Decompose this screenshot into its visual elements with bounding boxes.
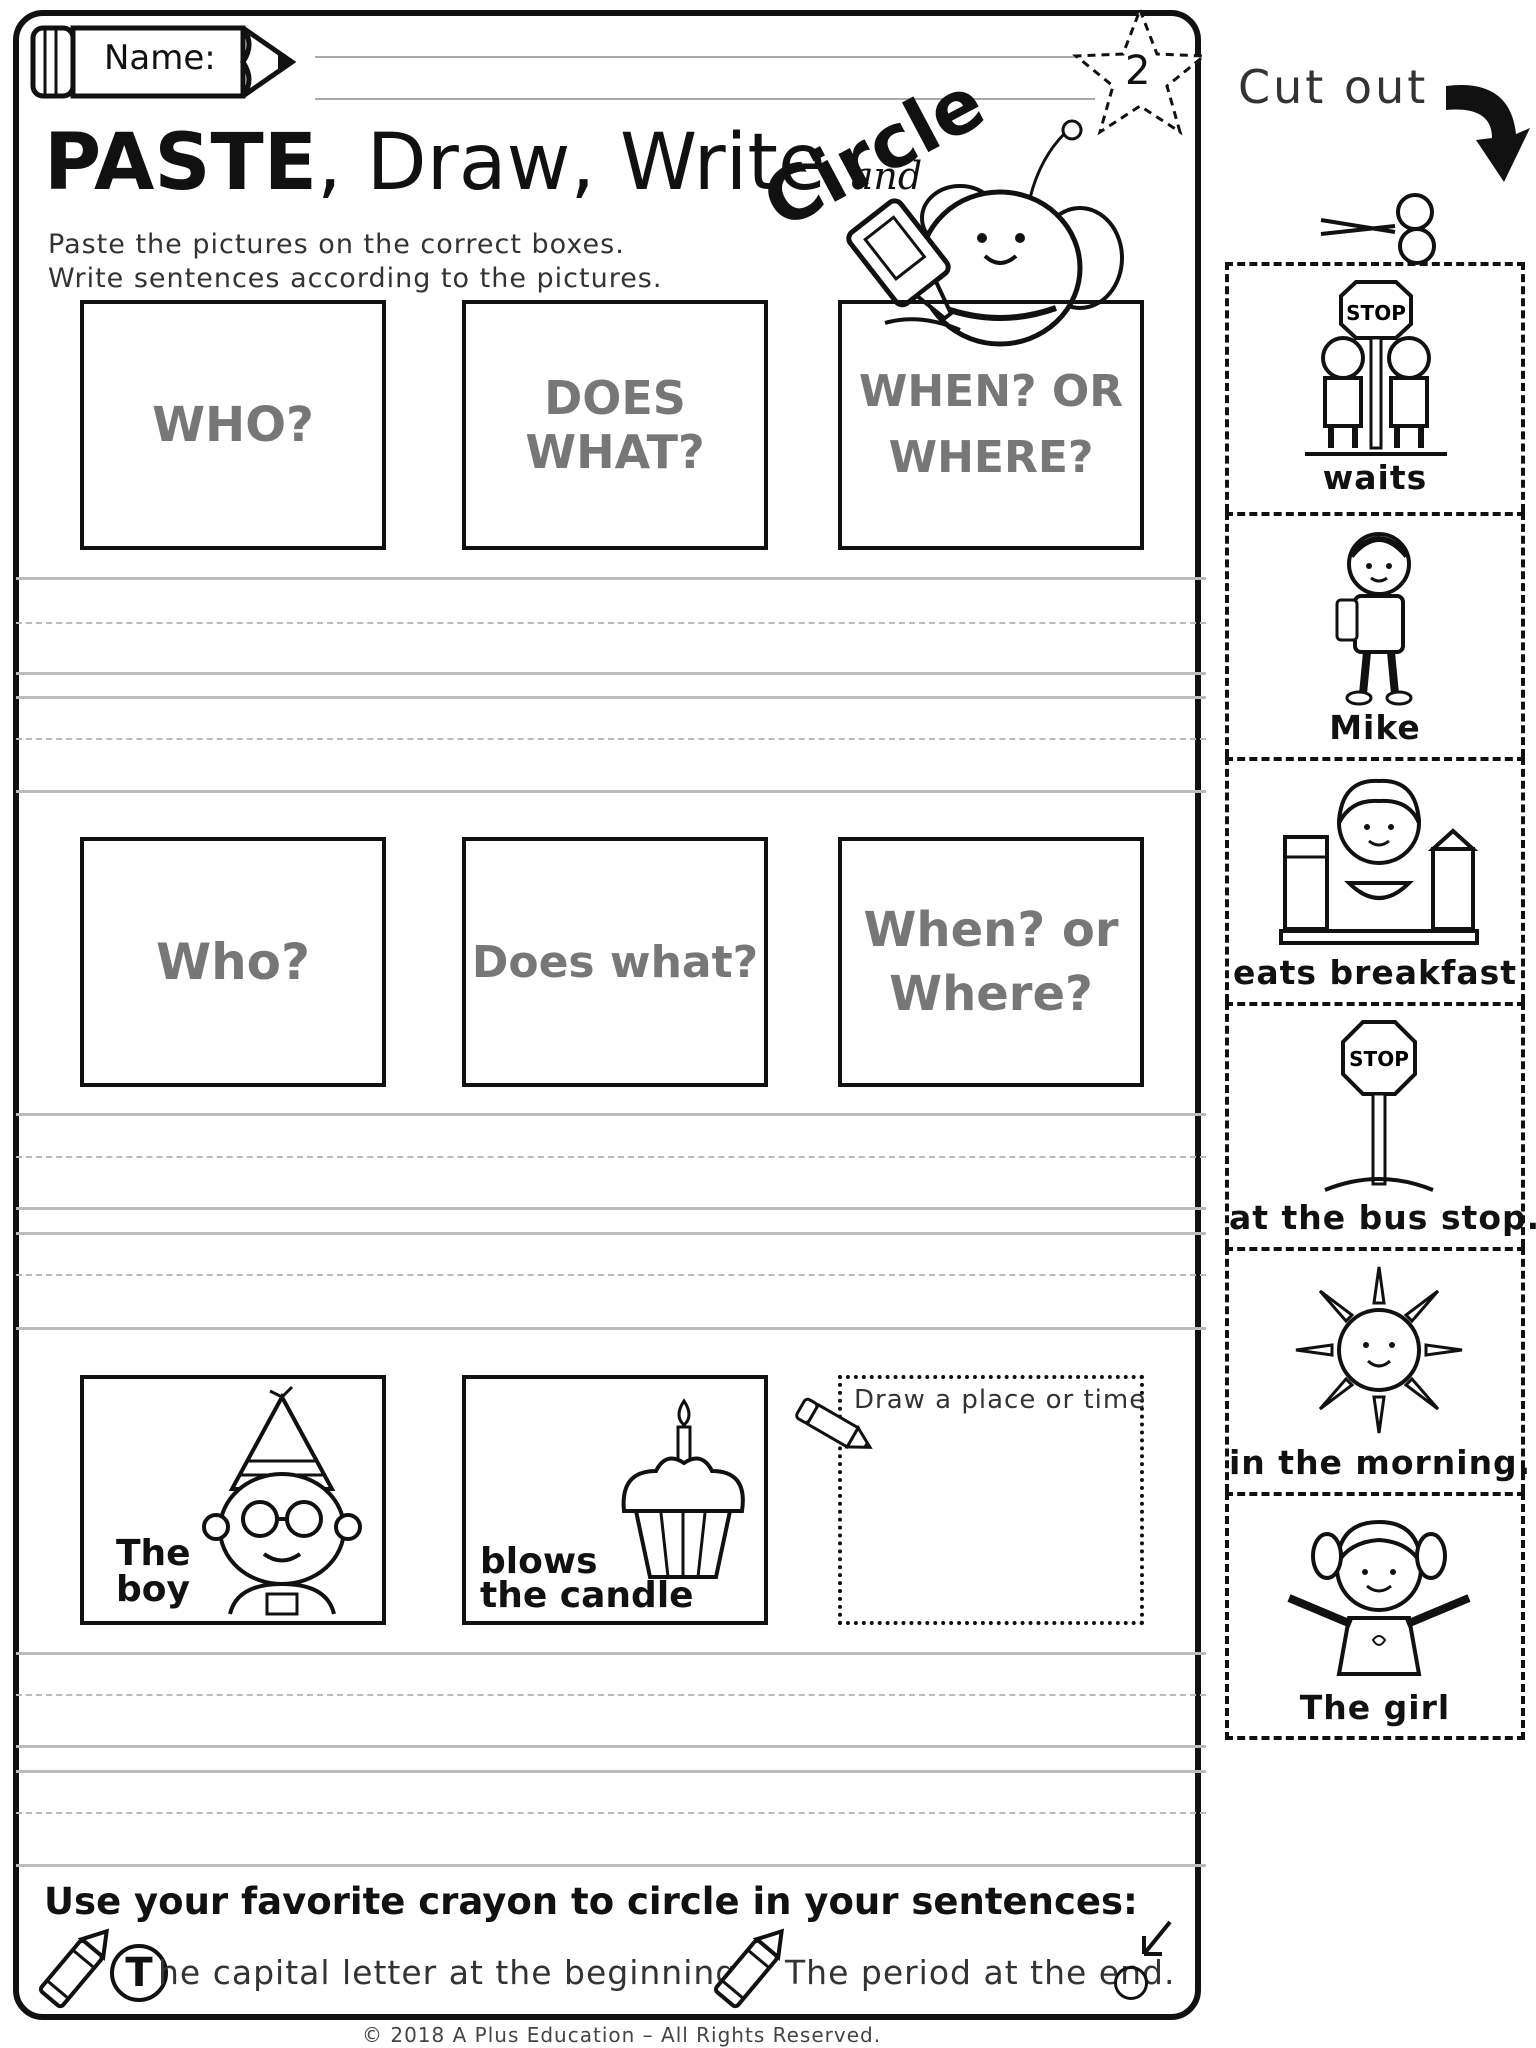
writing-midline [16, 622, 1206, 624]
girl-eating-breakfast-icon [1279, 778, 1479, 945]
copyright: © 2018 A Plus Education – All Rights Res… [362, 2023, 882, 2047]
example-label-the-candle: the candle [480, 1575, 694, 1616]
stop-text-2: STOP [1349, 1047, 1409, 1071]
box-label-who-2: Who? [155, 933, 311, 991]
cutout-card-eats-breakfast[interactable]: eats breakfast [1225, 757, 1525, 1002]
title-draw: , Draw, [317, 118, 596, 208]
page-title: PASTE, Draw, Write and [44, 124, 922, 202]
writing-line[interactable] [16, 1232, 1206, 1235]
box-label-where-2: Where? [889, 966, 1093, 1022]
paste-box-does-what-2[interactable]: Does what? [462, 837, 768, 1087]
cutout-label-morning: in the morning. [1229, 1443, 1532, 1482]
stop-sign-icon: STOP [1324, 1020, 1434, 1192]
paste-box-when-where[interactable]: WHEN? OR WHERE? [838, 300, 1144, 550]
writing-line[interactable] [16, 577, 1206, 580]
pencil-icon [795, 1397, 873, 1449]
writing-line[interactable] [16, 1207, 1206, 1210]
sun-icon [1295, 1266, 1463, 1434]
cutout-card-morning[interactable]: in the morning. [1225, 1247, 1532, 1492]
arrow-icon [1142, 1920, 1172, 1956]
cutout-card-waits[interactable]: STOP waits [1225, 262, 1525, 512]
paste-box-when-where-2[interactable]: When? or Where? [838, 837, 1144, 1087]
capital-letter-circle: T [110, 1944, 168, 2002]
title-write: Write [619, 118, 826, 208]
scissors-icon [1320, 193, 1436, 265]
writing-line[interactable] [16, 1652, 1206, 1655]
draw-box[interactable]: Draw a place or time [838, 1375, 1147, 1625]
writing-line[interactable] [16, 696, 1206, 699]
period-circle [1114, 1966, 1148, 2000]
writing-line[interactable] [16, 1745, 1206, 1748]
footer-title: Use your favorite crayon to circle in yo… [44, 1880, 1138, 1923]
paste-box-who[interactable]: WHO? [80, 300, 386, 550]
party-boy-icon [202, 1385, 362, 1616]
happy-girl-icon [1287, 1519, 1471, 1676]
paste-box-who-2[interactable]: Who? [80, 837, 386, 1087]
writing-midline [16, 1812, 1206, 1814]
page-number: 2 [1125, 48, 1151, 94]
instruction-line-2: Write sentences according to the picture… [48, 263, 663, 294]
curved-arrow-icon [1446, 85, 1530, 182]
footer-item-period: The period at the end. [785, 1953, 1176, 1992]
writing-line[interactable] [16, 790, 1206, 793]
writing-line[interactable] [16, 672, 1206, 675]
bee-glue-icon [846, 119, 1124, 347]
writing-line[interactable] [16, 1327, 1206, 1330]
cutout-card-bus-stop[interactable]: STOP at the bus stop. [1225, 1002, 1536, 1247]
title-and: and [850, 154, 923, 198]
name-line-bottom[interactable] [315, 98, 1095, 100]
example-box-blows-candle: blows the candle [462, 1375, 768, 1625]
paste-box-does-what[interactable]: DOES WHAT? [462, 300, 768, 550]
kids-at-stop-sign-icon: STOP [1305, 280, 1447, 456]
crayon-icon [38, 1928, 110, 2009]
box-label-where: WHERE? [888, 432, 1094, 483]
cutout-label-eats-breakfast: eats breakfast [1232, 953, 1518, 992]
box-label-when-2: When? or [863, 902, 1119, 958]
crayon-icon [713, 1928, 785, 2009]
draw-prompt: Draw a place or time [854, 1385, 1147, 1415]
box-label-does-what: DOES WHAT? [525, 371, 705, 479]
cutout-label-the-girl: The girl [1299, 1688, 1451, 1727]
stop-text-1: STOP [1346, 301, 1406, 325]
footer-item-capital: he capital letter at the beginning [158, 1953, 738, 1992]
writing-midline [16, 738, 1206, 740]
example-label-blows: blows [480, 1541, 598, 1582]
box-label-when: WHEN? OR [858, 366, 1124, 417]
instructions: Paste the pictures on the correct boxes.… [48, 228, 662, 296]
cutout-label-waits: waits [1322, 458, 1428, 497]
cupcake-candle-icon [621, 1398, 745, 1579]
writing-line[interactable] [16, 1770, 1206, 1773]
writing-line[interactable] [16, 1864, 1206, 1867]
writing-midline [16, 1156, 1206, 1158]
cutout-label-bus-stop: at the bus stop. [1229, 1198, 1536, 1237]
writing-midline [16, 1274, 1206, 1276]
cutout-card-the-girl[interactable]: The girl [1225, 1492, 1525, 1740]
box-label-who: WHO? [152, 397, 314, 453]
title-paste: PASTE [44, 118, 318, 208]
example-label-boy: boy [116, 1569, 190, 1610]
box-label-does-what-2: Does what? [471, 936, 759, 988]
worksheet-frame [13, 10, 1201, 2020]
instruction-line-1: Paste the pictures on the correct boxes. [48, 229, 625, 260]
writing-line[interactable] [16, 1113, 1206, 1116]
name-line-top [315, 56, 1095, 58]
cutout-label-mike: Mike [1329, 708, 1421, 747]
example-box-the-boy: The boy [80, 1375, 386, 1625]
writing-midline [16, 1694, 1206, 1696]
name-label: Name: [104, 38, 216, 78]
capital-letter: T [125, 1950, 153, 1996]
example-label-the: The [116, 1533, 191, 1574]
star-badge-icon [1071, 5, 1209, 136]
cut-out-label: Cut out [1238, 60, 1429, 114]
cutout-card-mike[interactable]: Mike [1225, 512, 1525, 757]
pencil-name-icon [30, 25, 297, 99]
boy-with-backpack-icon [1335, 532, 1413, 706]
